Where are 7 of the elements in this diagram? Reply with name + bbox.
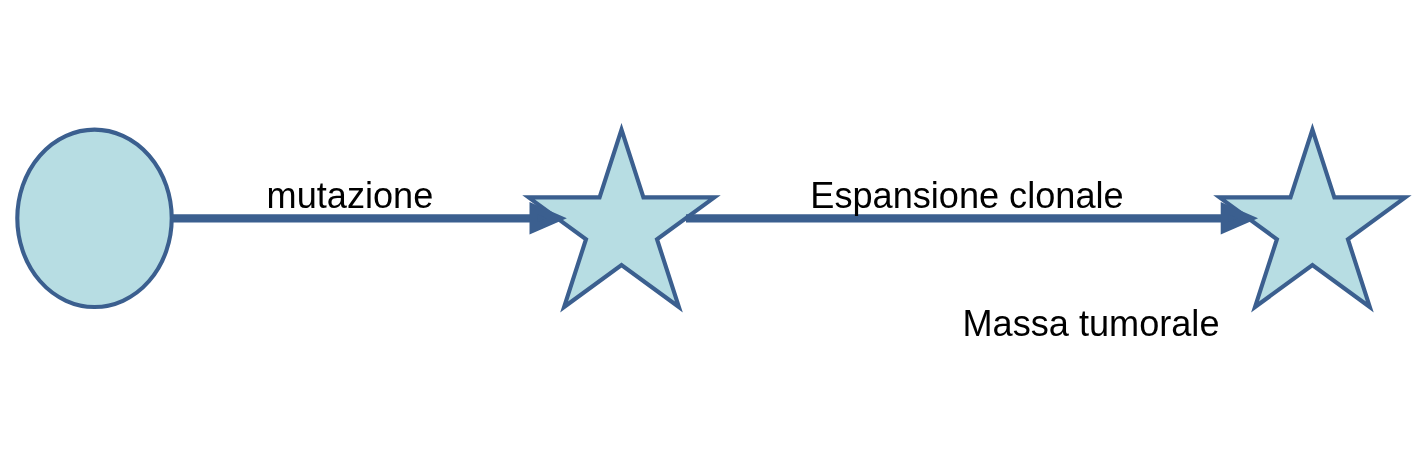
node-label: Massa tumorale xyxy=(962,302,1220,344)
arrow xyxy=(686,201,1259,235)
edge-label: mutazione xyxy=(266,174,434,216)
node-star xyxy=(522,123,721,313)
edge-label: Espansione clonale xyxy=(810,174,1124,216)
arrow xyxy=(171,201,567,235)
node-circle xyxy=(15,127,174,310)
